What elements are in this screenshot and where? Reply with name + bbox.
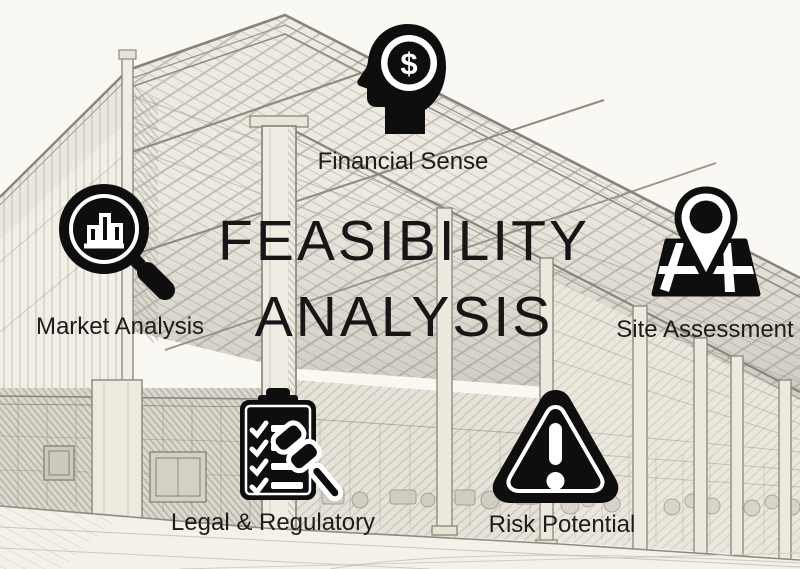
label-financial-sense: Financial Sense [317,148,489,175]
title-line-2: ANALYSIS [254,285,554,349]
clipboard-checklist-gavel-icon [240,388,344,502]
magnifier-bar-chart-icon [59,184,175,300]
warning-triangle-icon [492,390,619,503]
map-location-pin-icon [651,186,761,297]
title-line-1: FEASIBILITY [218,209,590,273]
label-market-analysis: Market Analysis [35,313,205,340]
label-legal-regulatory: Legal & Regulatory [170,509,376,536]
head-dollar-icon: $ [357,24,446,134]
label-risk-potential: Risk Potential [488,511,636,538]
dollar-sign: $ [400,46,417,81]
label-site-assessment: Site Assessment [616,316,794,343]
page-title: FEASIBILITY ANALYSIS [218,203,590,355]
